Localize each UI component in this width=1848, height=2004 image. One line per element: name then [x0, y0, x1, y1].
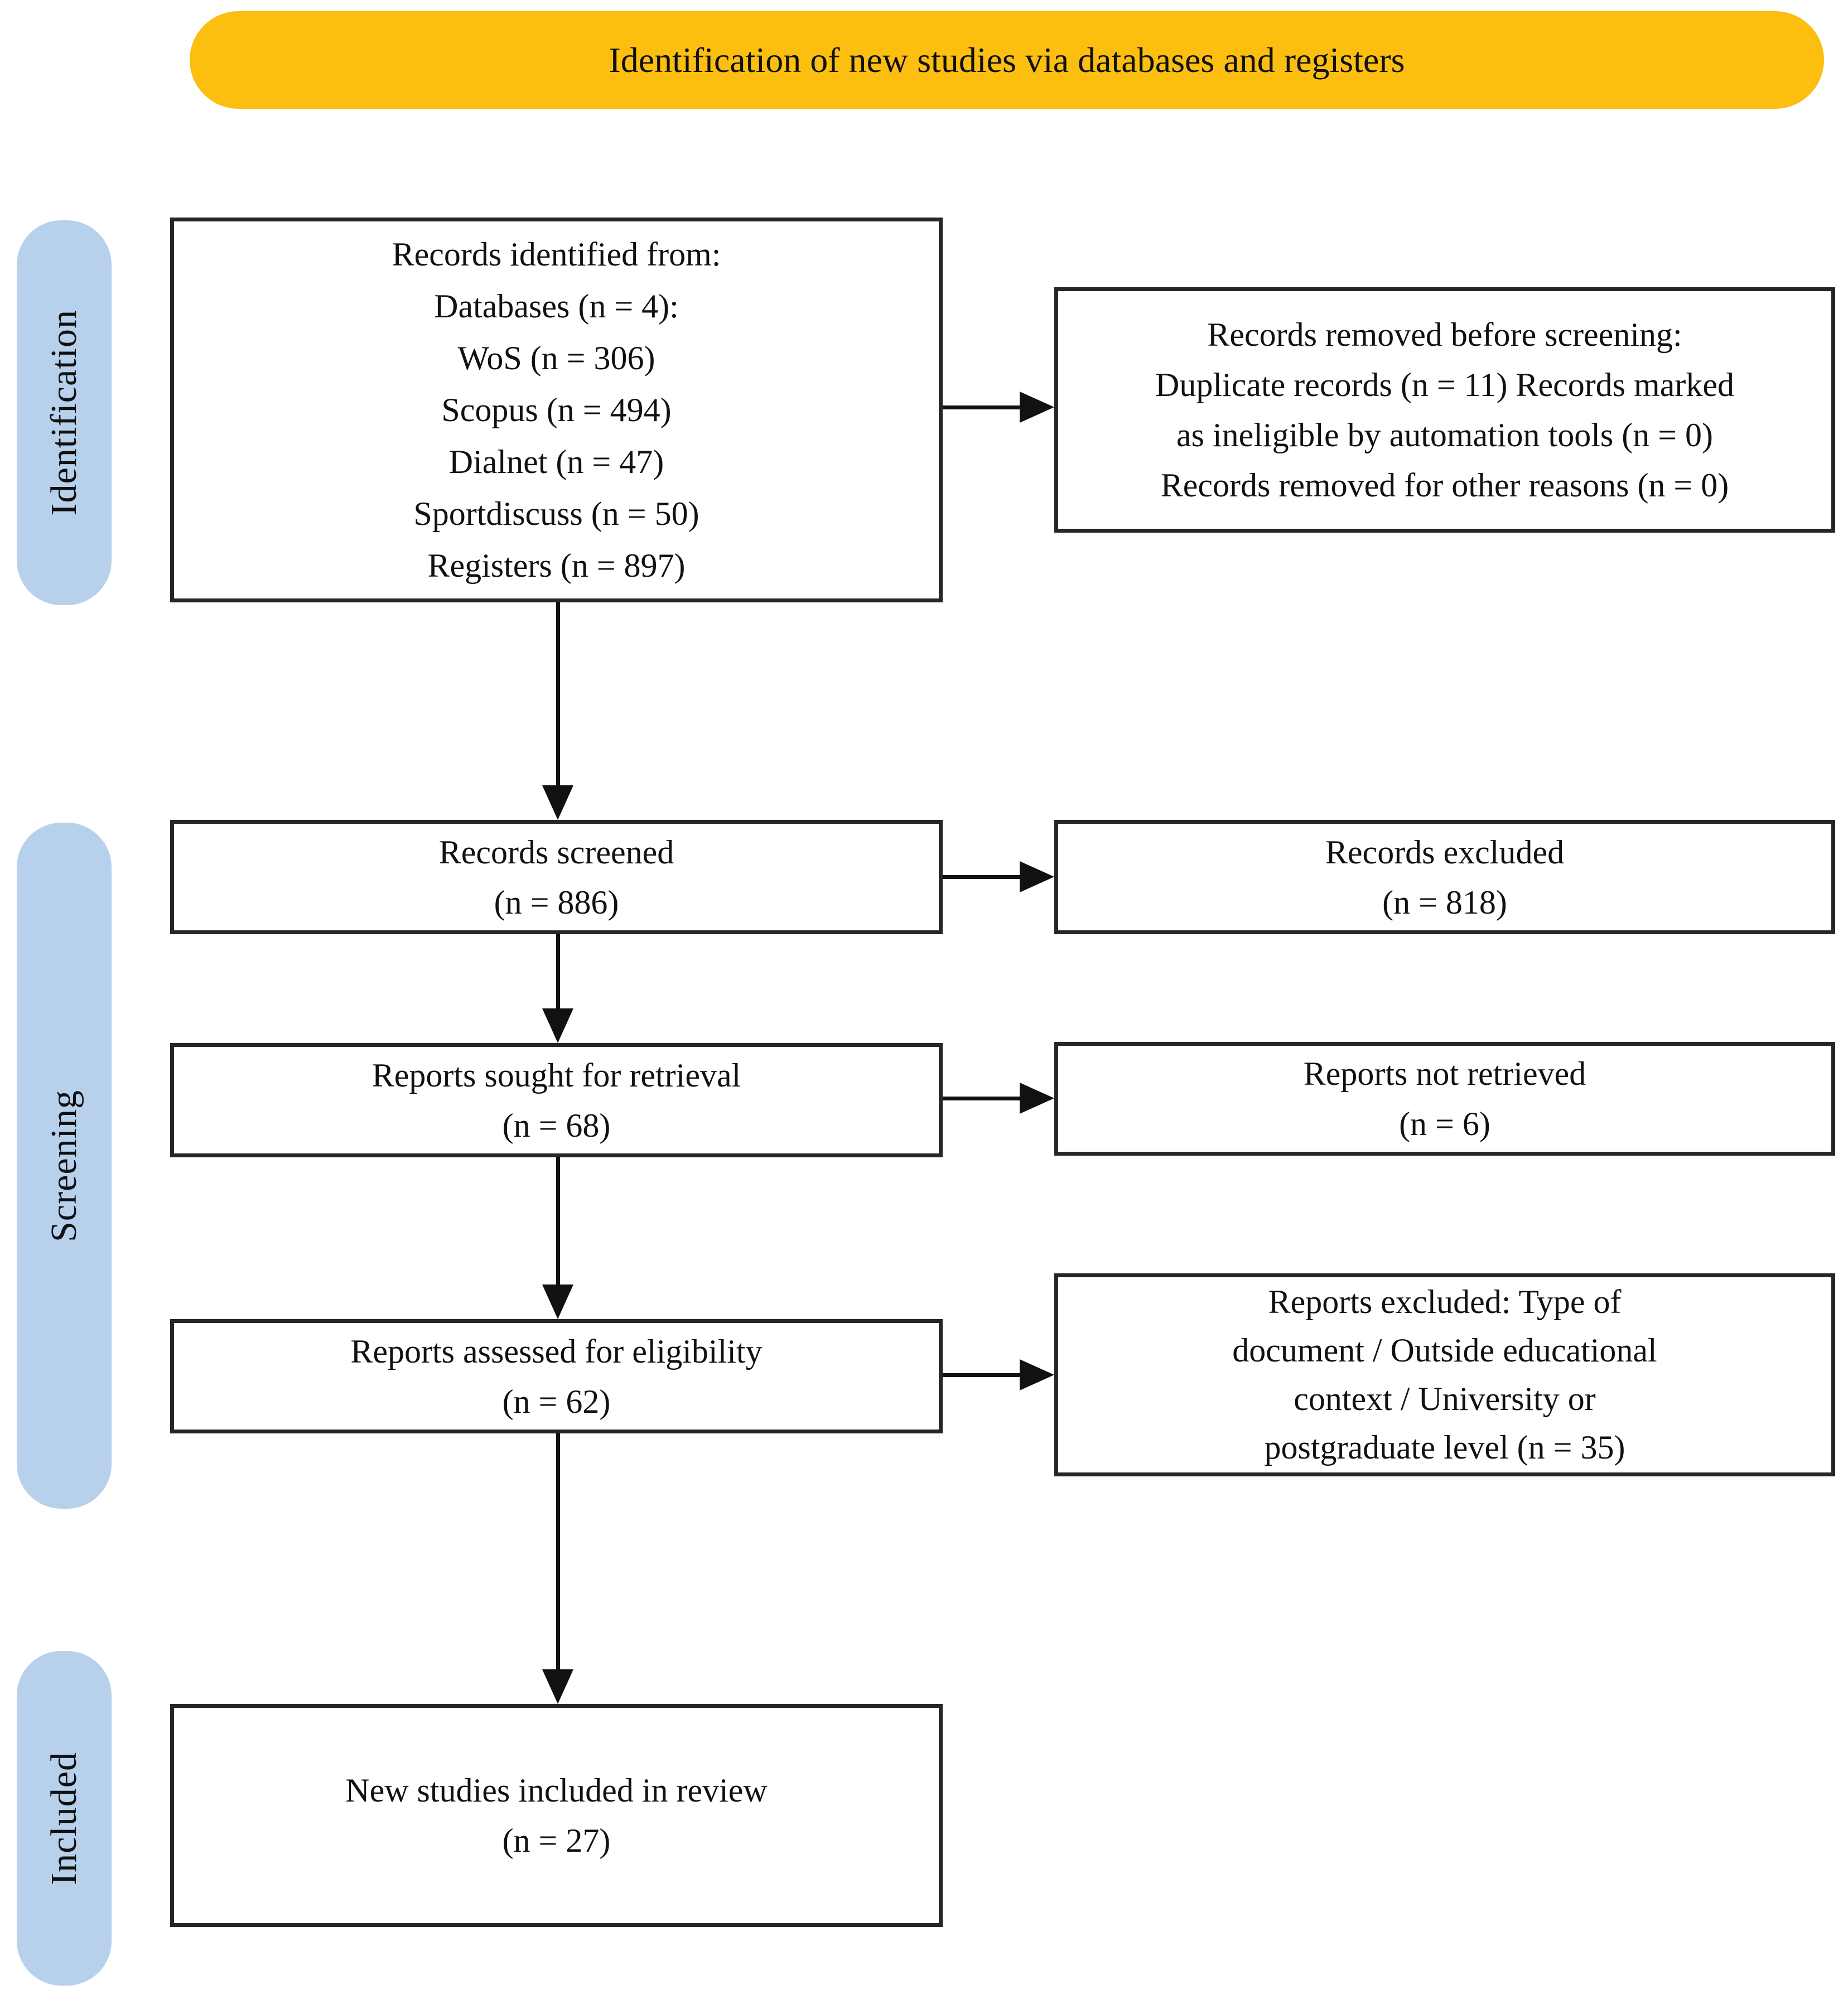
arrow-identified-to-screened-line	[556, 602, 560, 786]
box-records-excluded-text: Records excluded (n = 818)	[1325, 833, 1565, 921]
box-records-removed-text: Records removed before screening: Duplic…	[1155, 316, 1734, 504]
arrow-sought-to-not-retrieved-head	[1020, 1083, 1054, 1114]
arrow-identified-to-removed-head	[1020, 392, 1054, 423]
arrow-assessed-to-included-line	[556, 1433, 560, 1670]
arrow-sought-to-not-retrieved-line	[943, 1097, 1020, 1100]
arrow-screened-to-excluded-head	[1020, 861, 1054, 892]
arrow-assessed-to-included-head	[542, 1669, 573, 1704]
box-reports-sought-text: Reports sought for retrieval (n = 68)	[371, 1056, 741, 1144]
stage-tag-screening: Screening	[17, 823, 112, 1509]
arrow-identified-to-removed-line	[943, 405, 1020, 409]
header-title: Identification of new studies via databa…	[609, 40, 1405, 80]
arrow-sought-to-assessed-line	[556, 1157, 560, 1286]
arrow-identified-to-screened-head	[542, 785, 573, 820]
arrow-screened-to-sought-line	[556, 934, 560, 1010]
arrow-assessed-to-reports-excluded-head	[1020, 1359, 1054, 1390]
box-reports-not-retrieved: Reports not retrieved (n = 6)	[1054, 1042, 1835, 1156]
box-new-studies-included: New studies included in review (n = 27)	[170, 1704, 943, 1927]
box-records-excluded: Records excluded (n = 818)	[1054, 820, 1835, 934]
stage-label-screening: Screening	[44, 1089, 84, 1242]
box-reports-excluded: Reports excluded: Type of document / Out…	[1054, 1273, 1835, 1476]
stage-tag-identification: Identification	[17, 220, 112, 605]
box-reports-not-retrieved-text: Reports not retrieved (n = 6)	[1303, 1055, 1586, 1142]
stage-label-included: Included	[44, 1751, 84, 1885]
header-banner: Identification of new studies via databa…	[190, 11, 1824, 109]
box-reports-sought: Reports sought for retrieval (n = 68)	[170, 1043, 943, 1157]
arrow-screened-to-excluded-line	[943, 875, 1020, 879]
box-records-screened-text: Records screened (n = 886)	[438, 833, 674, 921]
box-new-studies-included-text: New studies included in review (n = 27)	[345, 1772, 768, 1859]
box-records-identified: Records identified from: Databases (n = …	[170, 218, 943, 602]
arrow-sought-to-assessed-head	[542, 1285, 573, 1319]
stage-label-identification: Identification	[44, 310, 84, 516]
box-reports-assessed-text: Reports assessed for eligibility (n = 62…	[350, 1332, 763, 1420]
box-records-removed: Records removed before screening: Duplic…	[1054, 287, 1835, 533]
box-reports-excluded-text: Reports excluded: Type of document / Out…	[1232, 1283, 1657, 1466]
arrow-screened-to-sought-head	[542, 1008, 573, 1043]
box-reports-assessed: Reports assessed for eligibility (n = 62…	[170, 1319, 943, 1433]
stage-tag-included: Included	[17, 1651, 112, 1986]
arrow-assessed-to-reports-excluded-line	[943, 1373, 1020, 1377]
box-records-identified-text: Records identified from: Databases (n = …	[392, 235, 721, 584]
box-records-screened: Records screened (n = 886)	[170, 820, 943, 934]
